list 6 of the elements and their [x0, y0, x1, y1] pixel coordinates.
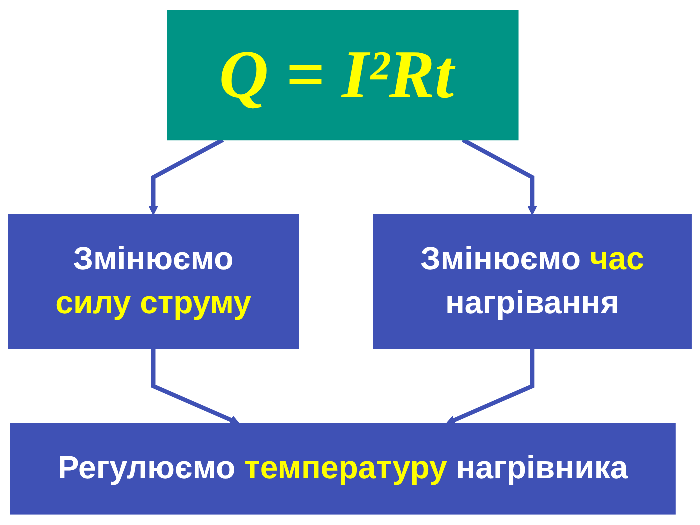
formula-box: Q = I²Rt [167, 10, 519, 141]
process-box: Змінюємо силу струму [8, 214, 300, 350]
arrow [151, 348, 240, 425]
process-box: Регулюємо температуру нагрівника [10, 423, 676, 515]
process-box: Змінюємо час нагрівання [373, 214, 692, 350]
arrow [446, 348, 535, 425]
